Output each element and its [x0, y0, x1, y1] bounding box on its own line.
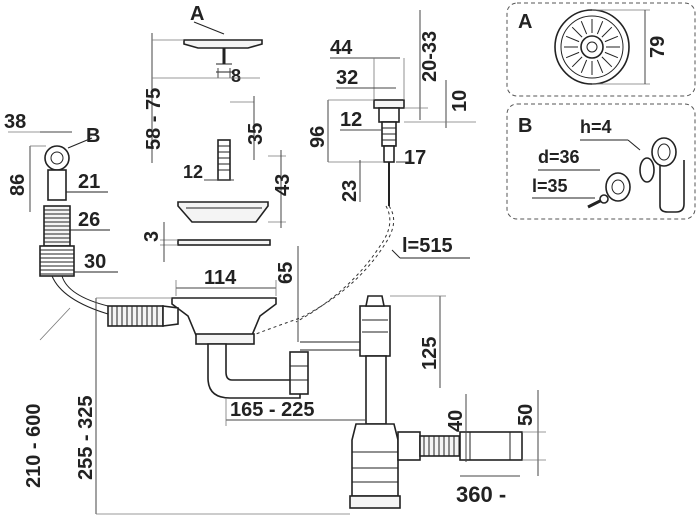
label-38: 38 [4, 111, 26, 133]
label-165-225: 165 - 225 [230, 399, 315, 421]
outlet-assembly [107, 295, 523, 509]
label-20-33: 20-33 [419, 31, 441, 82]
inset-b-frame [506, 103, 696, 220]
label-255-325: 255 - 325 [75, 395, 97, 480]
overflow-assembly: B [39, 125, 100, 277]
valve-cable [255, 205, 395, 335]
inset-b-d: d=36 [538, 147, 580, 167]
label-23: 23 [339, 180, 361, 202]
overflow-cover [605, 172, 631, 202]
label-detail-b: B [86, 125, 100, 147]
label-l515: l=515 [402, 235, 453, 257]
label-125: 125 [419, 337, 441, 370]
inset-a-79: 79 [647, 36, 669, 58]
label-58-75: 58 - 75 [143, 88, 165, 150]
label-65: 65 [275, 262, 297, 284]
label-12-valve: 12 [340, 109, 362, 131]
strainer-cap: A 8 [183, 3, 263, 86]
label-10: 10 [449, 90, 471, 112]
label-32: 32 [336, 67, 358, 89]
strainer-top-view [554, 9, 630, 85]
label-12-screw: 12 [183, 162, 203, 182]
sink-gasket [177, 239, 271, 246]
inset-b-h: h=4 [580, 117, 612, 137]
inset-a-frame [506, 2, 696, 97]
waste-valve-knob [373, 99, 405, 206]
label-3: 3 [141, 231, 163, 242]
label-96: 96 [307, 126, 329, 148]
inset-b-title: B [518, 115, 532, 137]
label-86: 86 [7, 174, 29, 196]
inset-a: A 79 [506, 2, 696, 97]
label-detail-a: A [190, 3, 204, 25]
center-screw [217, 139, 231, 181]
label-40: 40 [445, 410, 467, 432]
inset-b-screw [587, 194, 609, 209]
label-21: 21 [78, 171, 100, 193]
label-44: 44 [330, 37, 353, 59]
label-8: 8 [231, 66, 241, 86]
label-43: 43 [272, 174, 294, 196]
inset-a-title: A [518, 11, 532, 33]
label-35-screw: 35 [245, 123, 267, 145]
inset-b-l: l=35 [532, 176, 568, 196]
label-360: 360 - [456, 482, 506, 507]
strainer-basket [177, 201, 269, 223]
label-210-600: 210 - 600 [23, 403, 45, 488]
label-30: 30 [84, 251, 106, 273]
inset-b: B h=4 d=36 l=35 [506, 103, 696, 220]
label-50: 50 [515, 404, 537, 426]
label-17: 17 [404, 147, 426, 169]
overflow-elbow [651, 137, 685, 213]
gasket-ring [639, 157, 655, 183]
label-26: 26 [78, 209, 100, 231]
label-114: 114 [204, 267, 237, 289]
